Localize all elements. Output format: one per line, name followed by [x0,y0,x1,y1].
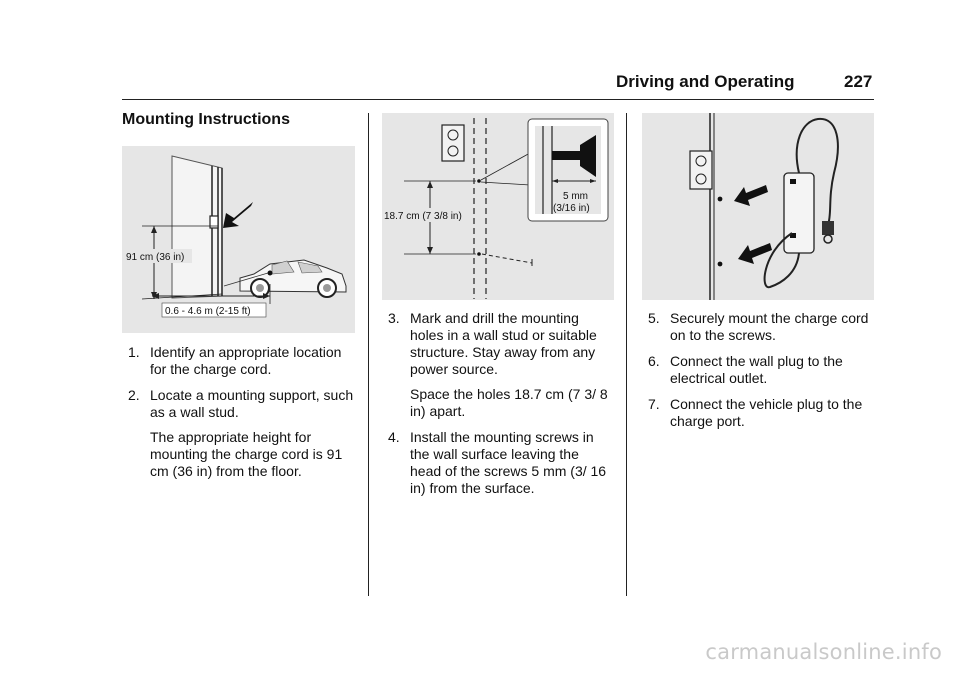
column-divider-right [626,113,627,596]
step-note: The appropriate height for mounting the … [150,429,343,479]
step-4: 4. Install the mounting screws in the wa… [388,429,610,497]
column-divider-left [368,113,369,596]
step-number: 4. [388,429,400,445]
fig1-height-label: 91 cm (36 in) [126,252,184,263]
step-text: Connect the vehicle plug to the charge p… [670,396,863,429]
steps-column-3: 5. Securely mount the charge cord on to … [648,310,876,439]
steps-column-2: 3. Mark and drill the mounting holes in … [388,310,610,506]
step-5: 5. Securely mount the charge cord on to … [648,310,876,344]
steps-column-1: 1. Identify an appropriate location for … [128,344,356,489]
step-text: Connect the wall plug to the electrical … [670,353,843,386]
step-text: Identify an appropriate location for the… [150,344,342,377]
fig1-distance-label: 0.6 - 4.6 m (2-15 ft) [165,306,251,317]
step-number: 2. [128,387,140,403]
step-number: 5. [648,310,660,326]
step-text: Locate a mounting support, such as a wal… [150,387,354,420]
step-text: Mark and drill the mounting holes in a w… [410,310,597,377]
step-2: 2. Locate a mounting support, such as a … [128,387,356,480]
header-rule [122,99,874,100]
fig2-depth-label-mm: 5 mm [563,191,588,202]
fig2-spacing-label: 18.7 cm (7 3/8 in) [384,211,462,222]
figure-wall-height-car: 91 cm (36 in) 0.6 - 4.6 m (2-15 ft) [122,146,355,333]
step-note: Space the holes 18.7 cm (7 3/ 8 in) apar… [410,386,608,419]
fig2-depth-label-in: (3/16 in) [553,203,590,214]
step-number: 7. [648,396,660,412]
section-title: Mounting Instructions [122,111,290,128]
step-text: Securely mount the charge cord on to the… [670,310,869,343]
step-number: 6. [648,353,660,369]
step-3: 3. Mark and drill the mounting holes in … [388,310,610,420]
watermark-text: carmanualsonline.info [705,640,942,664]
page-number: 227 [844,72,873,91]
running-header-title: Driving and Operating [616,72,795,91]
step-number: 1. [128,344,140,360]
step-1: 1. Identify an appropriate location for … [128,344,356,378]
step-7: 7. Connect the vehicle plug to the charg… [648,396,876,430]
figure-hole-spacing: 18.7 cm (7 3/8 in) 5 mm (3/16 in) [382,113,614,300]
step-6: 6. Connect the wall plug to the electric… [648,353,876,387]
step-number: 3. [388,310,400,326]
step-text: Install the mounting screws in the wall … [410,429,607,496]
figure-mount-charge-cord [642,113,874,300]
